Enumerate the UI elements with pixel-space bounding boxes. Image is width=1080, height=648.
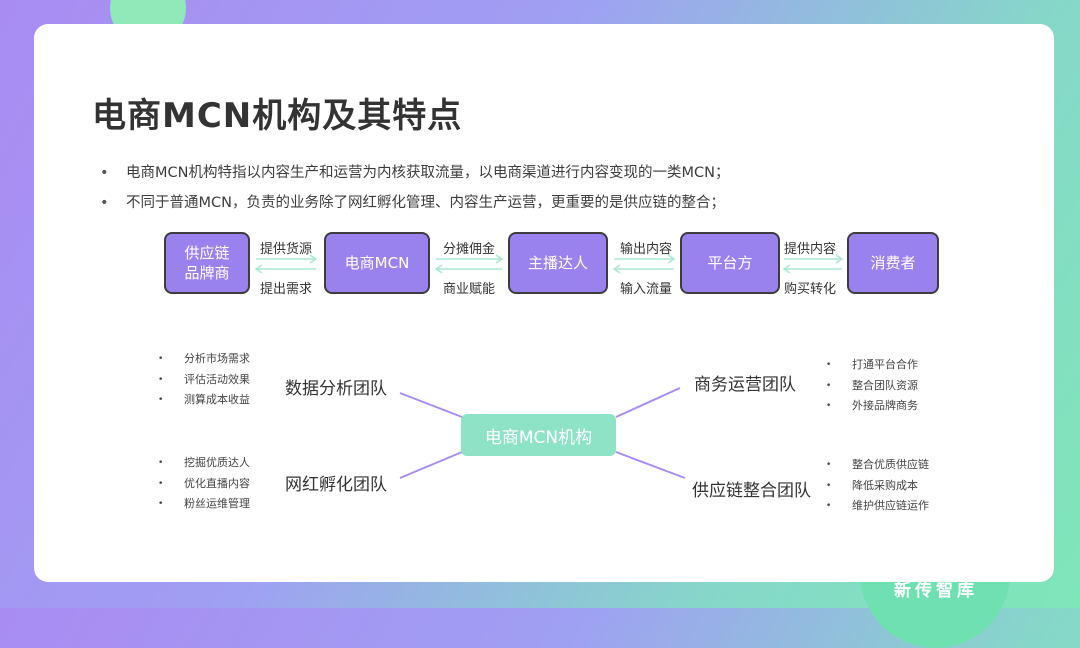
team-items-bottom-left: 挖掘优质达人 优化直播内容 粉丝运维管理 bbox=[158, 453, 250, 515]
bullet-list: 电商MCN机构特指以内容生产和运营为内核获取流量，以电商渠道进行内容变现的一类M… bbox=[100, 158, 729, 218]
team-influencer-incubation: 网红孵化团队 bbox=[285, 475, 387, 495]
mindmap-center-node: 电商MCN机构 bbox=[461, 414, 616, 456]
team-data-analysis: 数据分析团队 bbox=[285, 379, 387, 399]
arrow-right-2 bbox=[436, 254, 504, 264]
list-item: 外接品牌商务 bbox=[826, 396, 918, 417]
bullet-item: 电商MCN机构特指以内容生产和运营为内核获取流量，以电商渠道进行内容变现的一类M… bbox=[100, 158, 729, 188]
chain-node-platform: 平台方 bbox=[680, 232, 780, 294]
team-items-top-left: 分析市场需求 评估活动效果 测算成本收益 bbox=[158, 349, 250, 411]
arrow-left-3 bbox=[612, 264, 674, 274]
connector-layer bbox=[254, 254, 844, 479]
bullet-item: 不同于普通MCN，负责的业务除了网红孵化管理、内容生产运营，更重要的是供应链的整… bbox=[100, 188, 729, 218]
branch-line-top-left bbox=[399, 392, 463, 418]
arrow-right-3 bbox=[614, 254, 676, 264]
team-items-bottom-right: 整合优质供应链 降低采购成本 维护供应链运作 bbox=[826, 455, 929, 517]
backward-label: 提出需求 bbox=[260, 282, 313, 297]
backward-label: 商业赋能 bbox=[443, 282, 496, 297]
arrow-right-1 bbox=[256, 254, 318, 264]
branch-line-bottom-right bbox=[615, 451, 686, 479]
list-item: 测算成本收益 bbox=[158, 390, 250, 411]
chain-node-mcn: 电商MCN bbox=[324, 232, 430, 294]
chain-node-consumer: 消费者 bbox=[847, 232, 939, 294]
forward-label: 提供内容 bbox=[784, 242, 837, 257]
chain-node-supplier: 供应链 品牌商 bbox=[164, 232, 250, 294]
wechat-icon bbox=[888, 545, 928, 572]
list-item: 评估活动效果 bbox=[158, 370, 250, 391]
backward-label: 购买转化 bbox=[784, 282, 837, 297]
list-item: 粉丝运维管理 bbox=[158, 494, 250, 515]
list-item: 整合团队资源 bbox=[826, 376, 918, 397]
watermark-subtitle: 新传智库 bbox=[894, 581, 978, 601]
arrow-left-2 bbox=[434, 264, 502, 274]
forward-label: 输出内容 bbox=[620, 242, 673, 257]
team-items-top-right: 打通平台合作 整合团队资源 外接品牌商务 bbox=[826, 355, 918, 417]
watermark-name: 影视大家 bbox=[936, 546, 1020, 570]
list-item: 优化直播内容 bbox=[158, 474, 250, 495]
arrow-left-4 bbox=[782, 264, 842, 274]
list-item: 维护供应链运作 bbox=[826, 496, 929, 517]
forward-label: 分摊佣金 bbox=[443, 242, 496, 257]
list-item: 打通平台合作 bbox=[826, 355, 918, 376]
branch-line-bottom-left bbox=[399, 451, 463, 479]
list-item: 降低采购成本 bbox=[826, 476, 929, 497]
slide-title: 电商MCN机构及其特点 bbox=[92, 96, 463, 136]
arrow-right-4 bbox=[784, 254, 844, 264]
list-item: 分析市场需求 bbox=[158, 349, 250, 370]
team-supply-chain: 供应链整合团队 bbox=[692, 481, 811, 501]
arrow-left-1 bbox=[254, 264, 316, 274]
forward-label: 提供货源 bbox=[260, 242, 313, 257]
list-item: 挖掘优质达人 bbox=[158, 453, 250, 474]
branch-line-top-right bbox=[615, 387, 681, 418]
list-item: 整合优质供应链 bbox=[826, 455, 929, 476]
chain-node-anchor: 主播达人 bbox=[508, 232, 608, 294]
backward-label: 输入流量 bbox=[620, 282, 673, 297]
team-business-operation: 商务运营团队 bbox=[694, 375, 796, 395]
